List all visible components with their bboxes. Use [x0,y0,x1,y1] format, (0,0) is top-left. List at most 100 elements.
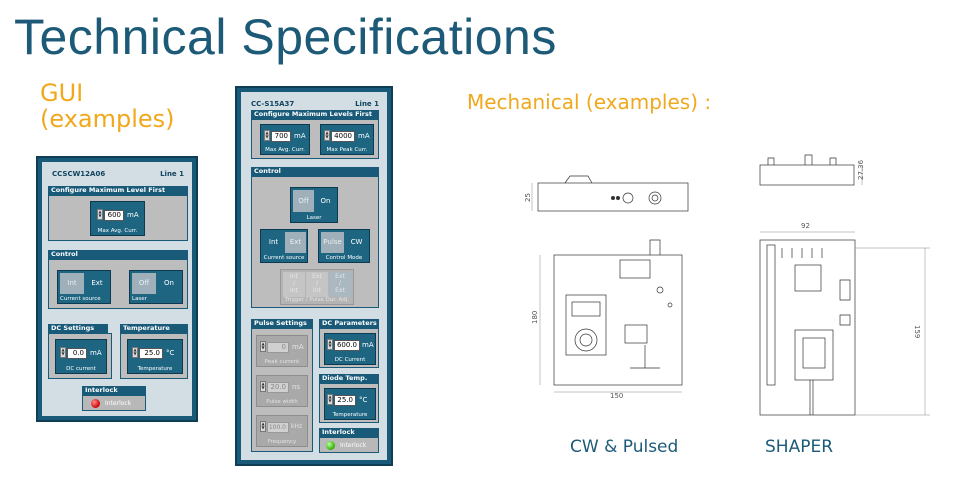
pulse-max-peak-input[interactable]: 4000 [331,131,355,142]
trigger-opt1-a: Int [290,273,298,280]
pulse-ext-button[interactable]: Ext [285,232,306,253]
gui-label-line2: (examples) [40,105,175,133]
cw-control-title: Control [48,250,188,259]
cw-max-avg-input[interactable]: 600 [104,210,124,221]
pulse-max-avg-unit: mA [294,132,306,140]
cw-laser-off-button[interactable]: Off [132,273,156,294]
cw-current-source-toggle: Int Ext Current source [57,270,111,304]
trigger-opt2-a: Ext [312,273,322,280]
interlock-led-icon [91,399,100,408]
pulse-max-peak-unit: mA [358,132,370,140]
gui-examples-label: GUI (examples) [40,80,175,132]
cw-config-section: ▲▼ 600 mA Max Avg. Curr. [48,195,188,241]
peak-current-control: ▲▼ 0 mA Peak current [256,335,308,367]
pulse-temperature-control: ▲▼ 25.0 °C Temperature [324,388,376,420]
spinner-arrows-icon[interactable]: ▲▼ [97,209,103,220]
peak-current-unit: mA [292,343,304,351]
cw-temperature-label: Temperature [137,366,173,372]
cw-mode-button[interactable]: CW [345,232,368,253]
pulse-current-source-toggle: Int Ext Current source [260,229,308,263]
pulse-dc-current-input[interactable]: 600.0 [334,340,360,351]
cw-pulsed-caption: CW & Pulsed [570,437,679,457]
dc-parameters-section: ▲▼ 600.0 mA DC Current [319,328,379,368]
pulse-control-mode-label: Control Mode [325,255,363,261]
cw-ext-button[interactable]: Ext [85,273,109,294]
diode-temp-section: ▲▼ 25.0 °C Temperature [319,383,379,423]
pulse-current-source-label: Current source [263,255,305,261]
pulse-interlock-title: Interlock [319,428,379,437]
cw-laser-on-button[interactable]: On [157,273,181,294]
pulse-dc-current-control: ▲▼ 600.0 mA DC Current [324,333,376,365]
pulse-width-input[interactable]: 20.0 [267,382,289,393]
spinner-arrows-icon[interactable]: ▲▼ [324,130,330,141]
pulse-laser-off-button[interactable]: Off [293,190,314,212]
pulse-interlock-section: Interlock [319,437,379,453]
frequency-input[interactable]: 100.0 [267,422,289,433]
cw-config-title: Configure Maximum Level First [48,186,188,195]
pulse-dc-current-unit: mA [362,341,374,349]
pulse-laser-toggle: Off On Laser [290,187,338,223]
frequency-unit: kHz [291,423,303,430]
pulse-laser-label: Laser [306,215,322,221]
pulse-dc-current-label: DC Current [334,357,366,363]
peak-current-label: Peak current [264,359,300,365]
spinner-arrows-icon[interactable]: ▲▼ [327,339,333,350]
shaper-caption: SHAPER [765,437,834,457]
cw-dc-settings-section: ▲▼ 0.0 mA DC current [48,333,112,379]
pulse-max-avg-label: Max Avg. Curr. [265,147,305,153]
trigger-ext-int-button[interactable]: Ext/Int [306,272,328,297]
spinner-arrows-icon[interactable]: ▲▼ [60,347,66,358]
page-title: Technical Specifications [14,9,557,65]
spinner-arrows-icon[interactable]: ▲▼ [260,381,266,392]
pulse-mode-button[interactable]: Pulse [321,232,344,253]
cw-temperature-section: ▲▼ 25.0 °C Temperature [120,333,188,379]
pulse-max-peak-control: ▲▼ 4000 mA Max Peak Curr. [320,124,374,155]
diode-temp-title: Diode Temp. [319,374,379,383]
trigger-int-int-button[interactable]: Int/Int [283,272,305,297]
spinner-arrows-icon[interactable]: ▲▼ [260,341,266,352]
shaper-top-view: 92 159 [759,222,930,416]
trigger-opt1-b: Int [290,287,298,294]
cw-interlock-title: Interlock [82,386,146,395]
cw-interlock-section: Interlock [82,395,146,411]
cw-temperature-input[interactable]: 25.0 [139,348,163,359]
cw-current-source-label: Current source [60,296,101,302]
pulse-width-control: ▲▼ 20.0 ns Pulse width [256,375,308,407]
pulse-max-avg-input[interactable]: 700 [271,131,291,142]
spinner-arrows-icon[interactable]: ▲▼ [327,394,333,405]
pulse-max-peak-label: Max Peak Curr. [326,147,368,153]
cw-dc-current-label: DC current [66,366,96,372]
peak-current-input[interactable]: 0 [267,342,289,353]
pulse-laser-on-button[interactable]: On [315,190,336,212]
spinner-arrows-icon[interactable]: ▲▼ [132,347,138,358]
cw-interlock-label: Interlock [105,400,132,407]
cw-max-avg-control: ▲▼ 600 mA Max Avg. Curr. [90,201,145,236]
frequency-control: ▲▼ 100.0 kHz Frequency [256,415,308,447]
pulse-max-avg-control: ▲▼ 700 mA Max Avg. Curr. [260,124,310,155]
trigger-opt3-a: Ext [335,273,345,280]
cw-width-dim: 150 [610,392,623,400]
cw-side-view: 25 [524,175,689,212]
cw-dc-current-unit: mA [90,349,102,357]
spinner-arrows-icon[interactable]: ▲▼ [264,130,270,141]
cw-int-button[interactable]: Int [60,273,84,294]
shaper-height-dim: 27.36 [857,159,865,180]
cw-dc-current-control: ▲▼ 0.0 mA DC current [55,339,107,374]
pulse-control-panel: CC-S15A37 Line 1 Configure Maximum Level… [235,86,393,466]
trigger-ext-ext-button[interactable]: Ext/Ext [329,272,351,297]
pulse-temperature-label: Temperature [332,412,368,418]
cw-temperature-title: Temperature [120,324,188,333]
shaper-width-dim: 92 [801,222,810,230]
pulse-width-label: Pulse width [266,399,298,405]
spinner-arrows-icon[interactable]: ▲▼ [260,421,266,432]
pulse-config-title: Configure Maximum Levels First [251,110,379,119]
cw-temperature-unit: °C [166,349,175,357]
mechanical-label: Mechanical (examples) : [467,90,712,114]
pulse-temperature-input[interactable]: 25.0 [334,395,356,406]
pulse-int-button[interactable]: Int [263,232,284,253]
dc-parameters-title: DC Parameters [319,319,379,328]
pulse-temperature-unit: °C [359,396,368,404]
gui-label-line1: GUI [40,79,84,107]
cw-top-view: 180 150 [531,239,683,400]
cw-dc-current-input[interactable]: 0.0 [67,348,87,359]
